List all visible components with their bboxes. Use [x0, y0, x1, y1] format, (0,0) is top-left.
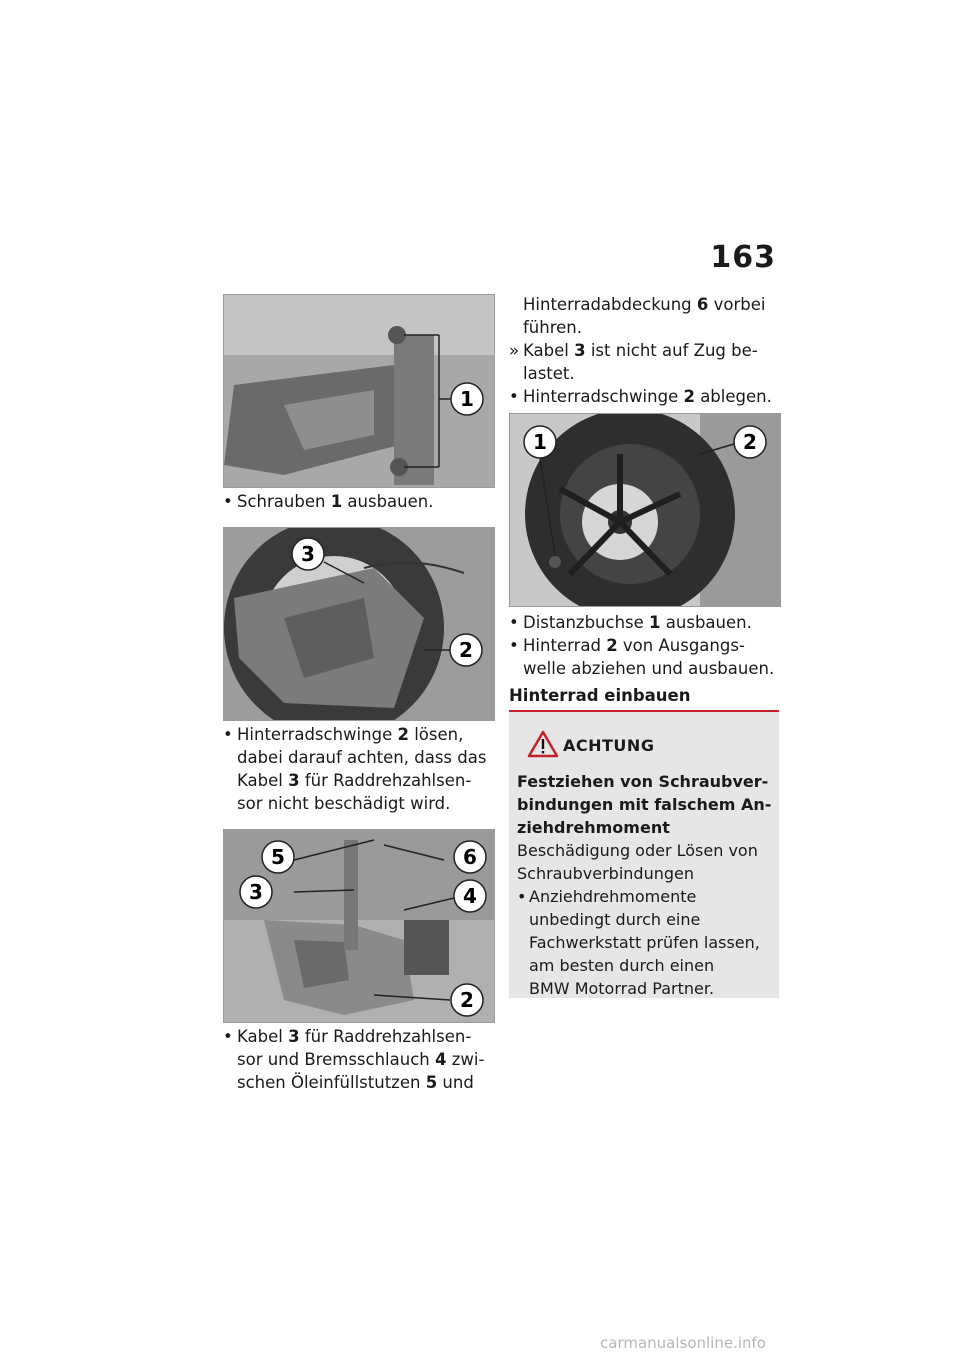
step-loosen-swingarm: • Hinterradschwinge 2 lösen, dabei darau… [223, 725, 487, 813]
figure-2-callout-2: 2 [459, 638, 473, 662]
figure-1-callout-1: 1 [460, 387, 474, 411]
figure-4-callout-2: 2 [743, 430, 757, 454]
figure-2-callout-3: 3 [301, 542, 315, 566]
figure-swingarm-bolts: 1 [223, 294, 495, 488]
page-number: 163 [710, 240, 776, 275]
warning-box: ACHTUNG Festziehen von Schraubver- bindu… [509, 710, 779, 998]
figure-3-callout-5: 5 [271, 845, 285, 869]
step-route-cable: • Kabel 3 für Raddrehzahlsen- sor und Br… [223, 1027, 485, 1092]
figure-swingarm-loosen: 3 2 [223, 527, 495, 721]
warning-triangle-icon [527, 730, 559, 758]
figure-rear-wheel: 1 2 [509, 413, 781, 607]
figure-3-callout-6: 6 [463, 845, 477, 869]
warning-title: ACHTUNG [563, 736, 655, 755]
footer-watermark: carmanualsonline.info [600, 1334, 766, 1352]
step-result-cable: » Kabel 3 ist nicht auf Zug be- lastet. [509, 341, 758, 383]
figure-4-callout-1: 1 [533, 430, 547, 454]
step-remove-wheel: • Hinterrad 2 von Ausgangs- welle abzieh… [509, 636, 775, 678]
section-heading: Hinterrad einbauen [509, 686, 691, 705]
figure-2-image: 3 2 [224, 528, 494, 720]
figure-1-image: 1 [224, 295, 494, 487]
figure-3-callout-3: 3 [249, 880, 263, 904]
figure-4-image: 1 2 [510, 414, 780, 606]
step-remove-bolts: •Schrauben 1 ausbauen. [223, 492, 434, 511]
figure-3-image: 5 6 3 4 2 [224, 830, 494, 1022]
step-place-swingarm: •Hinterradschwinge 2 ablegen. [509, 387, 772, 406]
step-route-cable-cont: Hinterradabdeckung 6 vorbei führen. [523, 295, 766, 337]
step-remove-spacer: •Distanzbuchse 1 ausbauen. [509, 613, 752, 632]
figure-3-callout-2: 2 [460, 988, 474, 1012]
figure-3-callout-4: 4 [463, 884, 477, 908]
warning-body: Festziehen von Schraubver- bindungen mit… [517, 772, 772, 998]
figure-cable-routing: 5 6 3 4 2 [223, 829, 495, 1023]
